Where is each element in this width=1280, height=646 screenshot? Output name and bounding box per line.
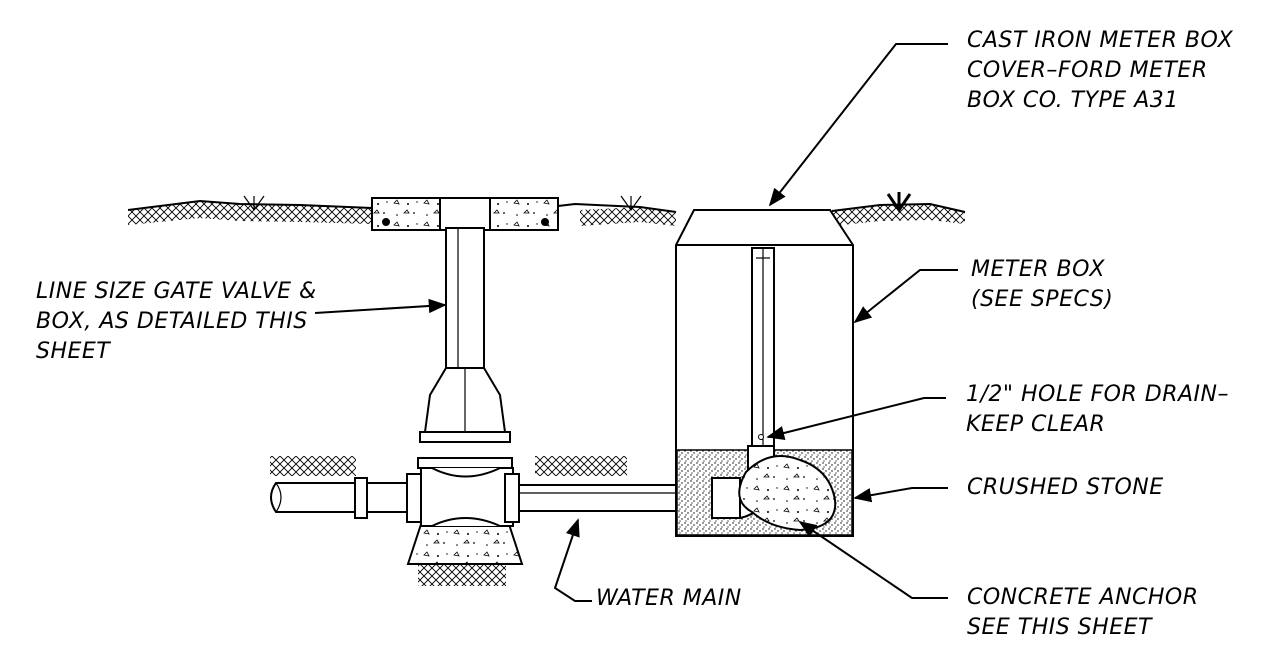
grade-symbol-icons xyxy=(243,192,912,213)
label-water-main: WATER MAIN xyxy=(596,586,742,611)
meter-box xyxy=(675,209,854,537)
label-crushed-stone: CRUSHED STONE xyxy=(967,475,1164,500)
water-main-pipe xyxy=(270,467,716,527)
soil-patches xyxy=(270,456,627,586)
label-gate-valve: LINE SIZE GATE VALVE & BOX, AS DETAILED … xyxy=(36,279,317,364)
valve-box-riser xyxy=(417,227,513,469)
valve-box-collar xyxy=(371,197,559,231)
label-meter-box: METER BOX (SEE SPECS) xyxy=(971,257,1114,312)
concrete-anchor xyxy=(738,455,837,532)
label-concrete-anchor: CONCRETE ANCHOR SEE THIS SHEET xyxy=(967,585,1199,640)
label-drain-hole: 1/2" HOLE FOR DRAIN– KEEP CLEAR xyxy=(966,382,1229,437)
leader-lines xyxy=(314,43,958,602)
ground-surface xyxy=(127,199,966,226)
label-cast-iron-cover: CAST IRON METER BOX COVER–FORD METER BOX… xyxy=(967,28,1234,113)
